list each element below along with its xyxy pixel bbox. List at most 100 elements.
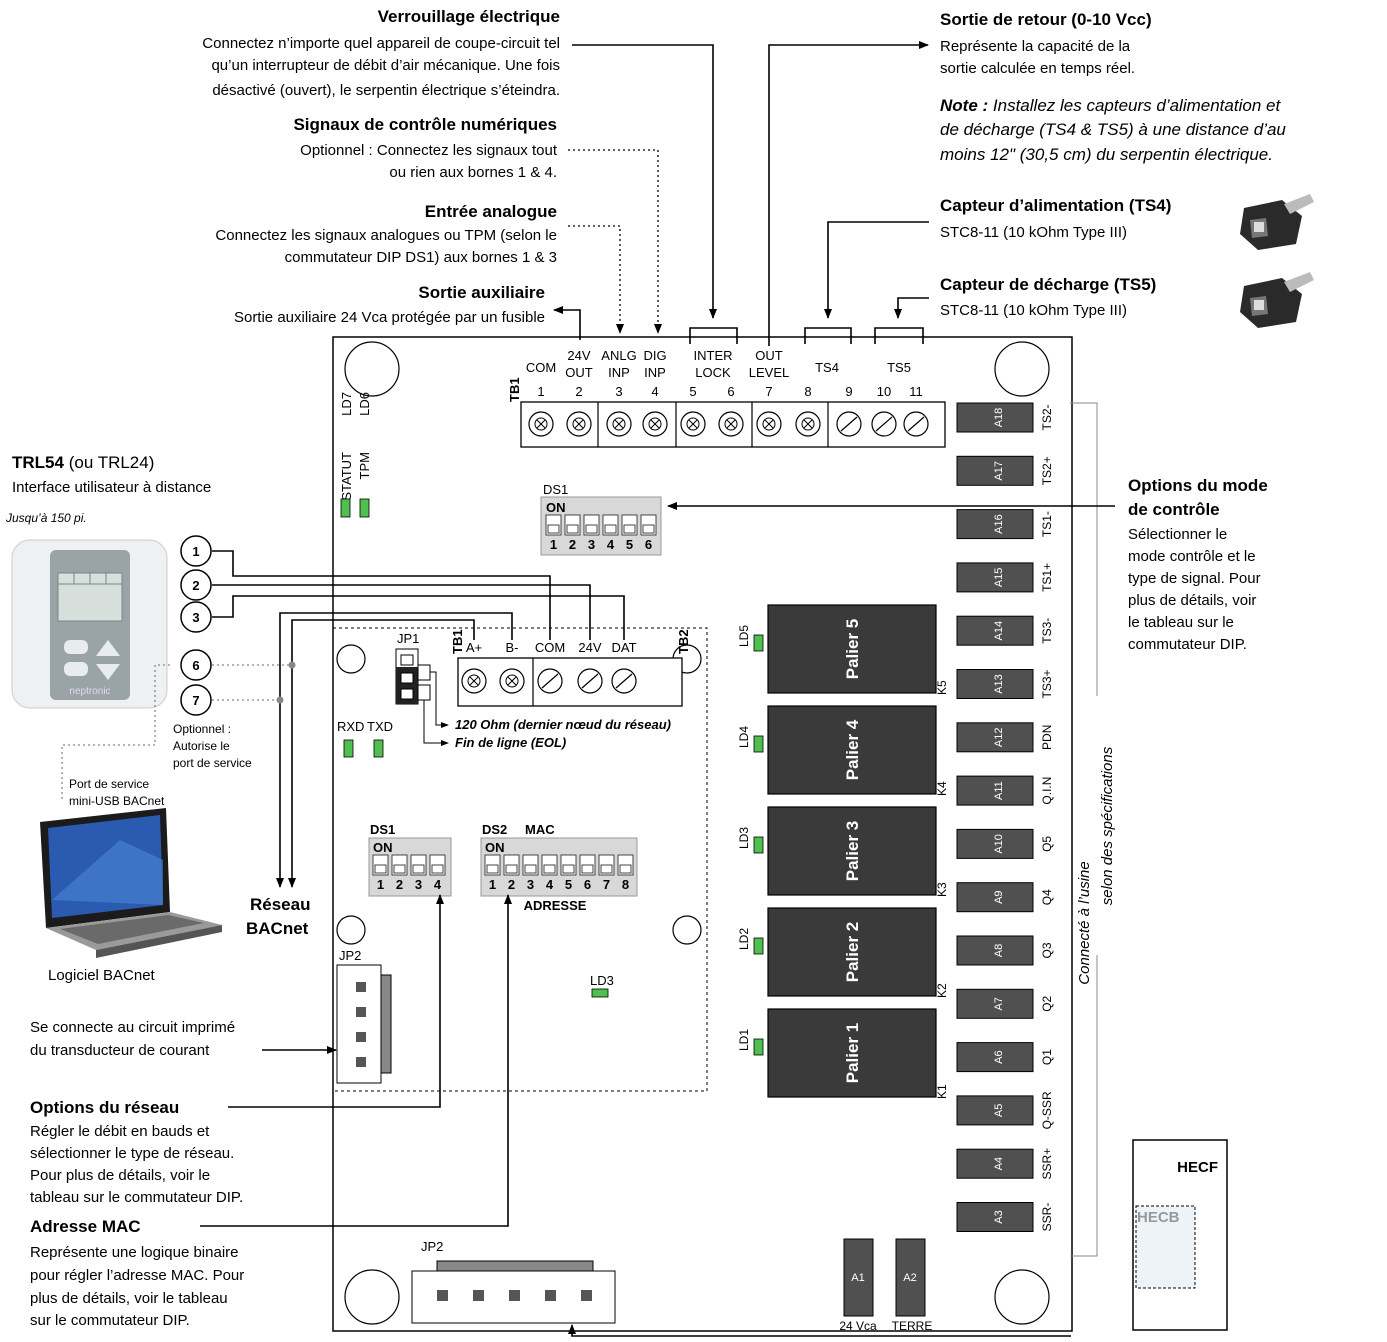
- terminal-label: TS2-: [1040, 404, 1054, 430]
- dip-number: 8: [622, 877, 629, 892]
- relay-led-label: LD2: [737, 928, 751, 950]
- tb1-terminal-number: 8: [804, 384, 811, 399]
- mount-hole: [336, 915, 366, 945]
- aux-title: Sortie auxiliaire: [418, 283, 545, 302]
- relay-led: [753, 937, 764, 955]
- bacnet-software-label: Logiciel BACnet: [48, 967, 156, 984]
- mount-hole: [994, 341, 1050, 397]
- return-desc: Représente la capacité de la: [940, 38, 1131, 55]
- terminal-label: Q4: [1040, 889, 1054, 905]
- mode-title: de contrôle: [1128, 500, 1220, 519]
- relay-label: Palier 2: [843, 922, 862, 983]
- relay-led-label: LD1: [737, 1029, 751, 1051]
- relay-palier: [767, 1008, 937, 1098]
- laptop-icon: [40, 808, 222, 958]
- jp2-label: JP2: [421, 1239, 443, 1254]
- mount-hole: [344, 1269, 400, 1325]
- factory-label: Connecté à l’usine: [1076, 861, 1093, 984]
- return-title: Sortie de retour (0-10 Vcc): [940, 10, 1152, 29]
- tb1-header: TS5: [887, 360, 911, 375]
- dip-label: DS1: [370, 822, 395, 837]
- hecb-board: [1135, 1205, 1196, 1289]
- terminal-id: A14: [993, 621, 1005, 641]
- terminal-a1: [843, 1238, 874, 1317]
- tb1-header: LOCK: [695, 365, 731, 380]
- interlock-desc: désactivé (ouvert), le serpentin électri…: [212, 82, 560, 99]
- wire-number-badge: [180, 601, 212, 633]
- jp2-label: JP2: [339, 948, 361, 963]
- tb2-header: A+: [466, 640, 482, 655]
- tb1-header: INTER: [694, 348, 733, 363]
- trl54-thermostat-icon: neptronic: [11, 539, 168, 709]
- wire-number: 7: [192, 693, 199, 708]
- led-label: STATUT: [339, 452, 354, 501]
- dip-on: ON: [485, 840, 505, 855]
- bacnet-network-label: Réseau: [250, 895, 310, 914]
- relay-k-label: K5: [935, 680, 949, 695]
- dip-number: 2: [508, 877, 515, 892]
- tb1-terminal-number: 7: [765, 384, 772, 399]
- tb1-terminal-number: 3: [615, 384, 622, 399]
- relay-label: Palier 5: [843, 619, 862, 680]
- terminal-a10: [956, 828, 1034, 859]
- optional-label: Autorise le: [173, 739, 230, 753]
- dip-number: 5: [626, 537, 633, 552]
- mount-hole: [344, 341, 400, 397]
- terminal-id: A17: [993, 461, 1005, 481]
- mode-desc: le tableau sur le: [1128, 614, 1234, 631]
- wire-number-badge: [180, 569, 212, 601]
- terminal-label: SSR-: [1040, 1203, 1054, 1232]
- terminal-id: A10: [993, 834, 1005, 854]
- terminal-a17: [956, 455, 1034, 486]
- terminal-block-tb2: [457, 657, 683, 707]
- tb1-header: LEVEL: [749, 365, 789, 380]
- dip-label: DS1: [543, 482, 568, 497]
- ts4-desc: STC8-11 (10 kOhm Type III): [940, 224, 1127, 241]
- led-label: TXD: [367, 719, 393, 734]
- relay-led: [753, 735, 764, 753]
- relay-palier: [767, 604, 937, 694]
- terminal-a6: [956, 1042, 1034, 1073]
- terminal-a3: [956, 1202, 1034, 1232]
- terminal-id: A12: [993, 728, 1005, 748]
- terminal-id: A1: [851, 1272, 864, 1284]
- terminal-label: Q3: [1040, 942, 1054, 958]
- terminal-id: A4: [993, 1157, 1005, 1170]
- relay-led: [753, 634, 764, 652]
- terminal-label: TS3+: [1040, 669, 1054, 698]
- wire-number: 6: [192, 658, 199, 673]
- terminal-label: Q1: [1040, 1049, 1054, 1065]
- tb1-header: TS4: [815, 360, 839, 375]
- network-options-desc: Pour plus de détails, voir le: [30, 1167, 210, 1184]
- led-rxd: [343, 739, 354, 758]
- digital-desc: ou rien aux bornes 1 & 4.: [389, 164, 557, 181]
- tb2-header: DAT: [611, 640, 636, 655]
- terminal-id: A9: [993, 890, 1005, 903]
- terminal-label: TS1-: [1040, 511, 1054, 537]
- terminal-label: Q-SSR: [1040, 1091, 1054, 1129]
- factory-label: selon des spécifications: [1099, 746, 1116, 905]
- led-label: LD3: [590, 973, 614, 988]
- terminal-a18: [956, 402, 1034, 433]
- terminal-id: A18: [993, 408, 1005, 428]
- led-statut: [340, 498, 351, 518]
- ts5-desc: STC8-11 (10 kOhm Type III): [940, 302, 1127, 319]
- tb1-header: 24V: [567, 348, 590, 363]
- mac-desc: sur le commutateur DIP.: [30, 1312, 190, 1329]
- network-options-desc: sélectionner le type de réseau.: [30, 1145, 234, 1162]
- wire-number: 1: [192, 544, 199, 559]
- dip-number: 1: [377, 877, 384, 892]
- dip-on: ON: [373, 840, 393, 855]
- eol-120ohm: 120 Ohm (dernier nœud du réseau): [455, 717, 671, 732]
- ct-label: Se connecte au circuit imprimé: [30, 1019, 235, 1036]
- optional-label: port de service: [173, 756, 252, 770]
- network-options-title: Options du réseau: [30, 1098, 179, 1117]
- terminal-a9: [956, 882, 1034, 913]
- tb2-label: TB1: [450, 629, 465, 654]
- brand-label: neptronic: [69, 686, 110, 697]
- dip-number: 5: [565, 877, 572, 892]
- terminal-a16: [956, 509, 1034, 540]
- ct-label: du transducteur de courant: [30, 1042, 210, 1059]
- dip-number: 4: [607, 537, 615, 552]
